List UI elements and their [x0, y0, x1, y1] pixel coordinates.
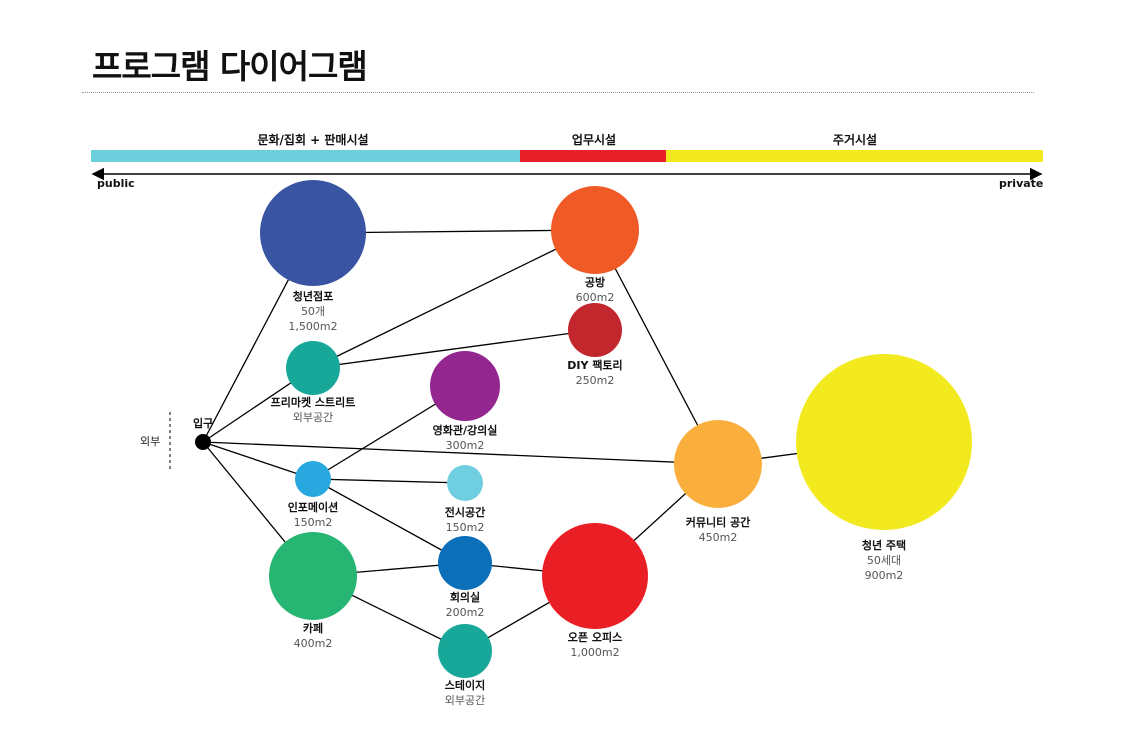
node-exhibition: 전시공간 150m2: [445, 465, 485, 534]
zone-bar-housing: [666, 150, 1043, 162]
link-workshop-community: [594, 229, 719, 465]
node-cinema: 영화관/강의실 300m2: [430, 351, 500, 452]
node-circle-workshop: [551, 186, 639, 274]
node-circle-community: [674, 420, 762, 508]
node-sublabel-stage: 외부공간: [445, 694, 485, 707]
node-circle-flea-market: [286, 341, 340, 395]
node-cafe: 카페 400m2: [269, 532, 357, 650]
node-community: 커뮤니티 공간 450m2: [674, 420, 762, 544]
node-sublabel-diy-factory: 250m2: [576, 374, 615, 387]
node-information: 인포메이션 150m2: [288, 461, 339, 529]
node-sublabel-flea-market: 외부공간: [293, 411, 333, 424]
node-sublabel-open-office: 1,000m2: [570, 646, 619, 659]
node-open-office: 오픈 오피스 1,000m2: [542, 523, 648, 659]
node-meeting: 회의실 200m2: [438, 536, 492, 619]
node-circle-youth-housing: [796, 354, 972, 530]
entrance-label: 입구: [193, 417, 213, 430]
node-label-workshop: 공방: [585, 275, 605, 289]
zone-bar-culture: [91, 150, 520, 162]
node-diy-factory: DIY 팩토리 250m2: [567, 303, 623, 387]
link-information-exhibition: [312, 478, 466, 484]
node-circle-meeting: [438, 536, 492, 590]
node-circle-youth-store: [260, 180, 366, 286]
node-circle-diy-factory: [568, 303, 622, 357]
node-label-youth-housing: 청년 주택: [862, 538, 906, 552]
zone-label-office: 업무시설: [571, 133, 617, 147]
node-circle-cafe: [269, 532, 357, 620]
node-sublabel-youth-housing: 900m2: [865, 569, 904, 582]
node-label-community: 커뮤니티 공간: [686, 515, 751, 529]
node-circle-stage: [438, 624, 492, 678]
zone-bar-office: [520, 150, 666, 162]
node-label-information: 인포메이션: [288, 500, 339, 514]
node-label-flea-market: 프리마켓 스트리트: [271, 395, 356, 409]
node-workshop: 공방 600m2: [551, 186, 639, 304]
node-label-meeting: 회의실: [450, 590, 480, 604]
node-sublabel-youth-store: 1,500m2: [288, 320, 337, 333]
node-circle-open-office: [542, 523, 648, 629]
zone-label-housing: 주거시설: [832, 133, 878, 147]
node-label-cinema: 영화관/강의실: [433, 423, 498, 437]
node-label-cafe: 카페: [303, 621, 323, 635]
node-sublabel-information: 150m2: [294, 516, 333, 529]
entrance-dot: [195, 434, 211, 450]
node-label-youth-store: 청년점포: [293, 289, 333, 303]
page-title: 프로그램 다이어그램: [92, 47, 368, 86]
node-sublabel-youth-store: 50개: [301, 305, 325, 318]
link-flea-market-workshop: [312, 229, 596, 369]
link-information-meeting: [312, 478, 466, 564]
node-sublabel-community: 450m2: [699, 531, 738, 544]
node-circle-exhibition: [447, 465, 483, 501]
node-sublabel-cinema: 300m2: [446, 439, 485, 452]
node-label-diy-factory: DIY 팩토리: [567, 358, 622, 372]
node-sublabel-cafe: 400m2: [294, 637, 333, 650]
link-entrance-information: [202, 441, 314, 480]
node-label-open-office: 오픈 오피스: [568, 630, 622, 644]
title-divider: [82, 92, 1034, 93]
node-circle-information: [295, 461, 331, 497]
node-youth-store: 청년점포 50개 1,500m2: [260, 180, 366, 333]
node-youth-housing: 청년 주택 50세대 900m2: [796, 354, 972, 582]
node-sublabel-youth-housing: 50세대: [867, 554, 901, 567]
zone-label-culture: 문화/집회 + 판매시설: [257, 133, 369, 147]
link-entrance-community: [202, 441, 719, 465]
node-circle-cinema: [430, 351, 500, 421]
outside-label: 외부: [140, 435, 160, 448]
link-flea-market-diy-factory: [312, 329, 596, 369]
node-sublabel-exhibition: 150m2: [446, 521, 485, 534]
node-sublabel-workshop: 600m2: [576, 291, 615, 304]
node-label-exhibition: 전시공간: [445, 505, 485, 519]
node-label-stage: 스테이지: [445, 678, 485, 692]
node-sublabel-meeting: 200m2: [446, 606, 485, 619]
